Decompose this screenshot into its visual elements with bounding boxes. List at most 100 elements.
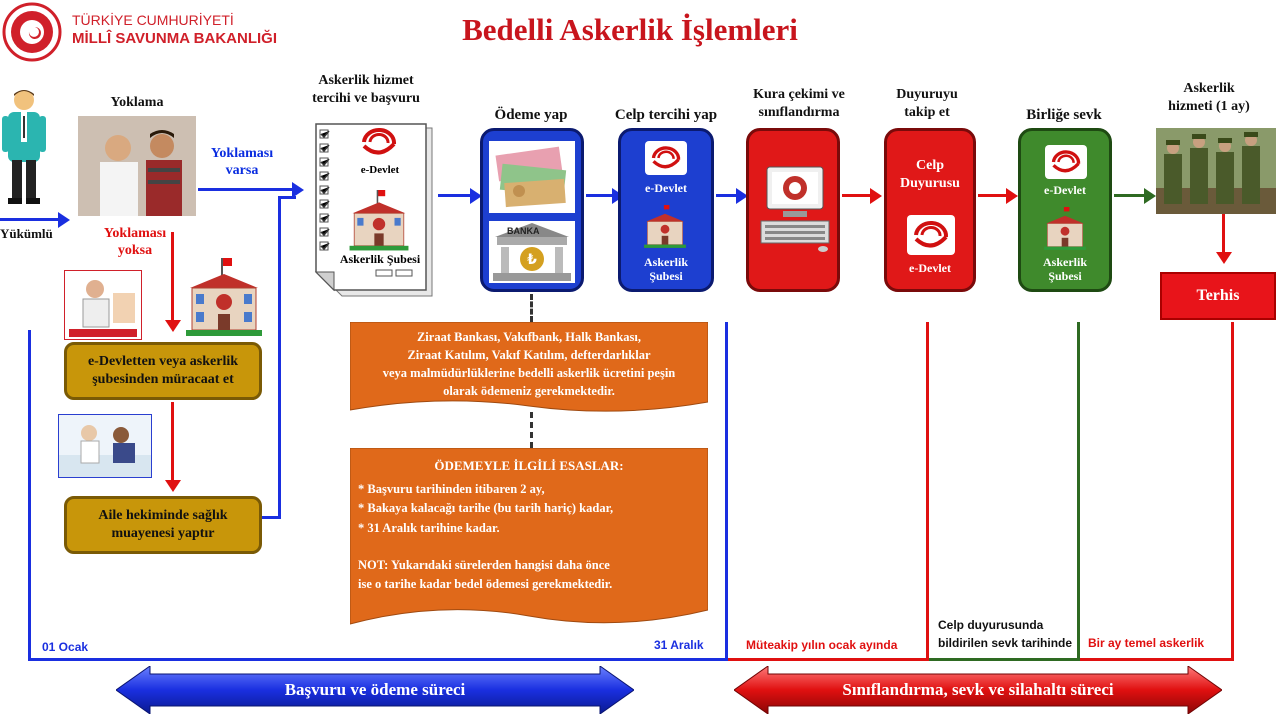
celp-sevk-line1: Celp duyurusunda xyxy=(938,618,1044,632)
computer-icon xyxy=(759,163,831,253)
phase-application-label: Başvuru ve ödeme süreci xyxy=(284,680,466,699)
arrow-head xyxy=(165,480,181,492)
arrow-line xyxy=(1114,194,1146,197)
page-title: Bedelli Askerlik İşlemleri xyxy=(462,12,798,47)
phase-application-arrow: Başvuru ve ödeme süreci xyxy=(116,666,634,714)
yoklamasi-yoksa-line2: yoksa xyxy=(117,242,153,258)
edevlet-label: e-Devlet xyxy=(360,164,400,176)
connector-line xyxy=(278,196,281,519)
arrow-head xyxy=(58,212,70,228)
arrow-line xyxy=(171,232,174,322)
kura-title-line2: sınıflandırma xyxy=(758,104,840,120)
payment-rules-box: ÖDEMEYLE İLGİLİ ESASLAR: * Başvuru tarih… xyxy=(350,448,708,626)
arrow-head xyxy=(470,188,482,204)
duyuru-title-line1: Duyuruyu xyxy=(896,87,958,102)
timeline-line xyxy=(28,658,728,661)
yoklamasi-yoksa-line1: Yoklaması xyxy=(103,226,167,241)
unit-dispatch-box: e-Devlet Askerlik Şubesi xyxy=(1018,128,1112,292)
subesi-label: Şubesi xyxy=(649,269,683,284)
family-doctor-exam-box: Aile hekiminde sağlık muayenesi yaptır xyxy=(64,496,262,554)
yoklamasi-varsa-line2: varsa xyxy=(225,162,259,178)
edevlet-or-branch-apply-box: e-Devletten veya askerlik şubesinden mür… xyxy=(64,342,262,400)
banks-note-line1: Ziraat Bankası, Vakıfbank, Halk Bankası, xyxy=(416,330,642,344)
arrow-line xyxy=(716,194,738,197)
arrow-head xyxy=(1216,252,1232,264)
edevlet-logo-icon xyxy=(645,141,687,175)
duyurusu-label: Duyurusu xyxy=(900,176,960,192)
arrow-head xyxy=(1144,188,1156,204)
military-branch-building-icon xyxy=(643,205,687,249)
yukumlu-label: Yükümlü xyxy=(0,226,53,241)
birlige-sevk-title: Birliğe sevk xyxy=(1026,107,1102,123)
edevlet-label: e-Devlet xyxy=(1044,183,1086,197)
banks-note-line2: Ziraat Katılım, Vakıf Katılım, defterdar… xyxy=(407,348,651,363)
timeline-line xyxy=(725,322,728,661)
askerlik-label: Askerlik xyxy=(643,255,688,269)
box1-line1: e-Devletten veya askerlik xyxy=(87,353,239,369)
soldiers-photo xyxy=(1156,128,1276,214)
arrow-line xyxy=(1222,214,1225,254)
celp-label: Celp xyxy=(916,158,944,173)
arrow-head xyxy=(1006,188,1018,204)
payment-rule-3: * 31 Aralık tarihine kadar. xyxy=(358,520,500,535)
basvuru-title-line1: Askerlik hizmet xyxy=(318,73,414,88)
timeline-line xyxy=(926,322,929,661)
arrow-head xyxy=(292,182,304,198)
connector-line xyxy=(278,196,296,199)
svg-text:₺: ₺ xyxy=(527,252,537,268)
health-exam-photo xyxy=(58,414,152,478)
celp-preference-box: e-Devlet Askerlik Şubesi xyxy=(618,128,714,292)
military-branch-building-icon xyxy=(186,258,262,338)
doctor-photo xyxy=(78,116,196,216)
arrow-head xyxy=(870,188,882,204)
payment-rule-1: * Başvuru tarihinden itibaren 2 ay, xyxy=(358,482,545,496)
timeline-line xyxy=(28,330,31,660)
person-icon xyxy=(2,88,48,208)
arrow-line xyxy=(842,194,872,197)
hizmet-title-line1: Askerlik xyxy=(1183,81,1235,96)
arrow-line xyxy=(586,194,614,197)
yoklamasi-varsa-line1: Yoklaması xyxy=(210,146,274,161)
subesi-label: Şubesi xyxy=(1048,269,1082,284)
arrow-line xyxy=(978,194,1008,197)
bank-icon: ₺ xyxy=(489,221,575,283)
celp-tercihi-title: Celp tercihi yap xyxy=(614,107,718,123)
edevlet-logo-icon xyxy=(358,124,400,160)
payment-step-box: ₺ BANKA xyxy=(480,128,584,292)
celp-sevk-line2: bildirilen sevk tarihinde xyxy=(938,636,1073,650)
arrow-line xyxy=(438,194,472,197)
arrow-line xyxy=(171,402,174,482)
arrow-head xyxy=(736,188,748,204)
banks-note-line3: veya malmüdürlüklerine bedelli askerlik … xyxy=(382,366,676,381)
payment-note-line1: NOT: Yukarıdaki sürelerden hangisi daha … xyxy=(358,558,610,572)
military-branch-building-icon xyxy=(1043,207,1087,251)
muteakip-label: Müteakip yılın ocak ayında xyxy=(746,638,898,652)
arrow-line xyxy=(198,188,294,191)
connector-line xyxy=(262,516,280,519)
duyuru-title-line2: takip et xyxy=(904,104,950,120)
edevlet-logo-icon xyxy=(907,215,955,255)
odeme-title: Ödeme yap xyxy=(494,107,568,123)
timeline-line xyxy=(728,658,928,661)
askerlik-label: Askerlik xyxy=(1042,255,1087,269)
hizmet-title-line2: hizmeti (1 ay) xyxy=(1168,98,1250,114)
dashed-connector xyxy=(530,412,533,448)
arrow-line xyxy=(0,218,60,221)
lottery-classification-box xyxy=(746,128,840,292)
terhis-box: Terhis xyxy=(1160,272,1276,320)
ministry-name-line1: TÜRKİYE CUMHURİYETİ xyxy=(72,12,234,28)
payment-note-line2: ise o tarihe kadar bedel ödemesi gerekme… xyxy=(358,577,613,592)
ministry-emblem xyxy=(2,2,62,62)
banks-note-line4: olarak ödemeniz gerekmektedir. xyxy=(443,384,615,399)
edevlet-logo-icon xyxy=(1045,145,1087,179)
ministry-name-line2: MİLLÎ SAVUNMA BAKANLIĞI xyxy=(72,30,277,47)
timeline-line xyxy=(1080,658,1234,661)
ocak-label: 01 Ocak xyxy=(42,640,89,654)
kura-title-line1: Kura çekimi ve xyxy=(753,87,845,102)
phase-classification-arrow: Sınıflandırma, sevk ve silahaltı süreci xyxy=(734,666,1222,714)
phase-classification-label: Sınıflandırma, sevk ve silahaltı süreci xyxy=(842,680,1114,699)
military-branch-building-icon xyxy=(348,190,410,252)
timeline-line xyxy=(1231,322,1234,661)
banks-note-box: Ziraat Bankası, Vakıfbank, Halk Bankası,… xyxy=(350,322,708,414)
payment-rules-title: ÖDEMEYLE İLGİLİ ESASLAR: xyxy=(434,458,624,473)
